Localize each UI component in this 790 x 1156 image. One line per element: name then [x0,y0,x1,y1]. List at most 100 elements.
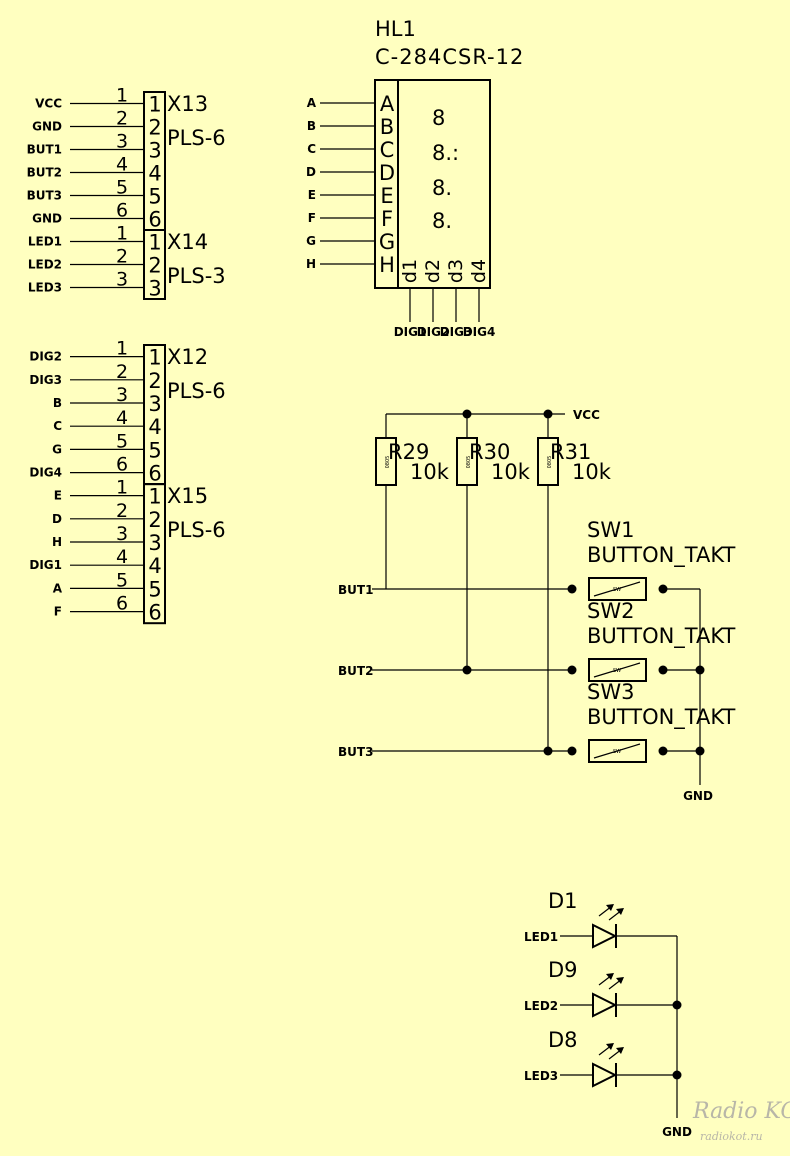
connector-value: PLS-6 [167,518,226,542]
junction-dot [672,1070,682,1080]
switch-body-text: SW [613,749,621,755]
net-label: BUT1 [27,143,62,157]
digit-pin-label: d2 [422,259,444,283]
switch-actuator [593,743,641,759]
button-net-label: BUT3 [338,745,373,759]
pin-number: 4 [116,546,128,568]
segment-net-label: G [306,234,316,248]
digit-glyph: 8. [432,176,452,200]
segment-net-label: E [308,188,316,202]
net-label: DIG1 [29,558,62,572]
net-label: GND [32,212,62,226]
connector-value: PLS-6 [167,379,226,403]
pin-index: 2 [148,508,161,532]
segment-pin-label: H [379,253,395,277]
pin-number: 2 [116,500,128,522]
led-net-label: LED1 [524,930,558,944]
led-net-label: LED2 [524,999,558,1013]
net-label: LED1 [28,235,62,249]
switch-ref: SW1 [587,518,634,542]
pin-index: 2 [148,254,161,278]
switch-value: BUTTON_TAKT [587,624,736,649]
emission-arrowhead [616,908,624,915]
diode-triangle [592,1062,618,1088]
pin-number: 6 [116,200,128,222]
watermark: Radio KOT radiokot.ru [692,1099,790,1143]
pin-number: 4 [116,407,128,429]
emission-arrowhead [606,973,614,980]
segment-net-label: B [307,119,316,133]
digit-net-label: DIG3 [440,325,473,339]
junction-dot [462,665,472,675]
switch-ref: SW2 [587,599,634,623]
net-label: B [53,396,62,410]
led-net-label: LED3 [524,1069,558,1083]
digit-pin-label: d3 [445,259,467,283]
segment-pin-label: A [380,92,395,116]
pin-number: 5 [116,569,128,591]
resistor-ref: R29 [388,440,429,464]
button-net-label: BUT1 [338,583,373,597]
net-label: GND [32,120,62,134]
pin-index: 4 [148,554,161,578]
net-label: F [54,605,62,619]
display-value: C-284CSR-12 [375,45,524,69]
watermark-brand: Radio KOT [692,1099,790,1124]
digit-net-label: DIG4 [463,325,496,339]
emission-arrowhead [616,1047,624,1054]
digit-pin-label: d1 [399,259,421,283]
pin-number: 2 [116,246,128,268]
net-label: C [53,419,62,433]
net-label: DIG3 [29,373,62,387]
segment-net-label: A [307,96,317,110]
pin-number: 1 [116,85,128,107]
junction-dot [543,746,553,756]
switch-body [588,577,647,601]
digit-net-label: DIG2 [417,325,450,339]
pin-number: 3 [116,269,128,291]
net-label: H [52,535,62,549]
net-label: VCC [35,97,62,111]
led-ref: D8 [548,1028,578,1052]
segment-net-label: H [306,257,316,271]
net-label: BUT3 [27,189,62,203]
digit-net-label: DIG1 [394,325,427,339]
net-label: D [52,512,62,526]
pin-index: 5 [148,185,161,209]
pin-number: 4 [116,154,128,176]
switch-value: BUTTON_TAKT [587,705,736,730]
pin-number: 3 [116,523,128,545]
pin-index: 4 [148,415,161,439]
resistor-value: 10k [572,460,612,484]
pin-index: 6 [148,601,161,625]
pin-index: 1 [148,231,161,255]
switch-pin-dot [567,746,577,756]
pin-index: 5 [148,438,161,462]
diode-triangle [592,923,618,949]
connector-ref: X13 [167,92,208,116]
pin-number: 2 [116,361,128,383]
net-label: G [52,442,62,456]
diode-triangle [592,992,618,1018]
pin-index: 5 [148,577,161,601]
pin-index: 1 [148,346,161,370]
switch-ref: SW3 [587,680,634,704]
pin-number: 5 [116,177,128,199]
connector-ref: X15 [167,484,208,508]
button-net-label: BUT2 [338,664,373,678]
switch-actuator [593,662,641,678]
segment-pin-label: C [380,138,395,162]
resistor-ref: R31 [550,440,591,464]
digit-glyph: 8.: [432,141,459,165]
switch-body [588,658,647,682]
segment-pin-label: D [379,161,395,185]
connector-ref: X12 [167,345,208,369]
resistor-value: 10k [491,460,531,484]
watermark-site: radiokot.ru [700,1130,763,1143]
segment-net-label: D [306,165,316,179]
pin-index: 4 [148,162,161,186]
digit-glyph: 8. [432,209,452,233]
segment-pin-label: G [379,230,395,254]
net-label: LED3 [28,281,62,295]
